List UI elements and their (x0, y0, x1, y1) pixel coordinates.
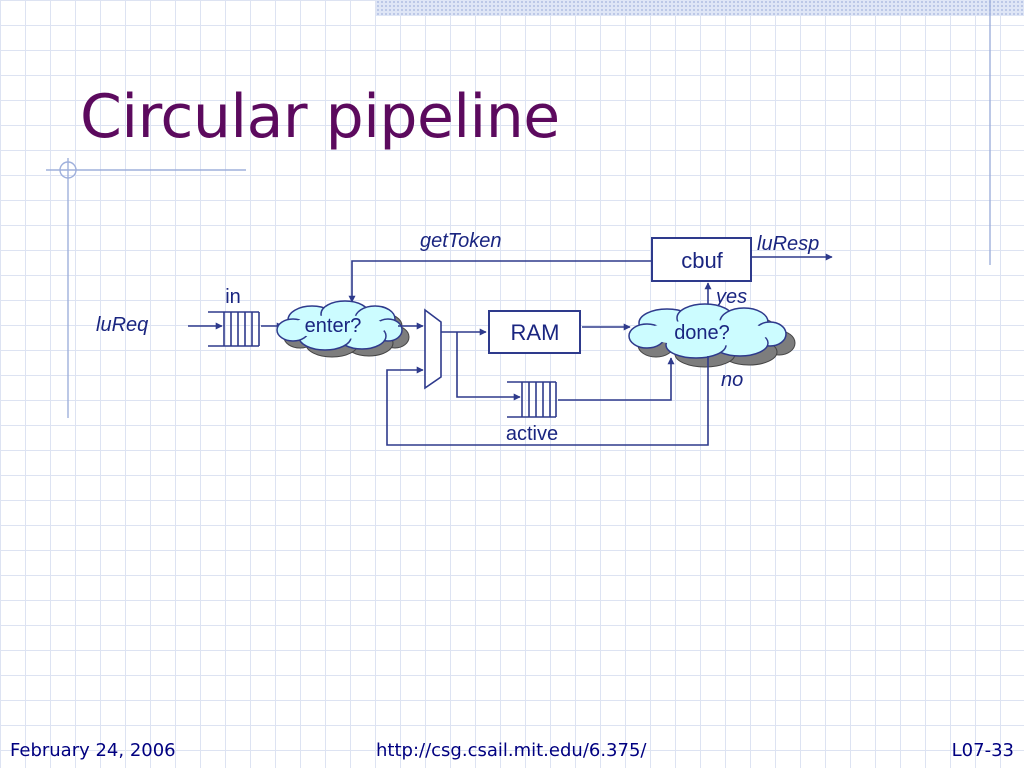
enter-cloud: enter? (276, 300, 410, 358)
title-decoration (46, 0, 991, 418)
cbuf-label: cbuf (681, 248, 723, 273)
done-cloud: done? (628, 303, 796, 368)
active-to-done-arrow (558, 357, 675, 401)
mux-shape (424, 308, 442, 390)
footer-date: February 24, 2006 (10, 740, 176, 761)
footer-page-number: L07-33 (951, 740, 1014, 761)
lu-resp-label: luResp (757, 233, 819, 255)
ram-box (488, 310, 581, 354)
enter-label: enter? (305, 315, 362, 337)
slide-title: Circular pipeline (80, 82, 560, 152)
in-label: in (225, 286, 241, 308)
footer-url: http://csg.csail.mit.edu/6.375/ (376, 740, 647, 761)
done-label: done? (674, 322, 730, 344)
active-fifo (507, 381, 557, 418)
cbuf-box (651, 237, 752, 282)
in-fifo (208, 311, 260, 347)
no-label: no (721, 369, 743, 391)
mux-to-active-arrow (456, 332, 521, 401)
no-loop-arrow (386, 356, 709, 446)
ram-label: RAM (511, 320, 560, 345)
lu-req-label: luReq (96, 314, 148, 336)
get-token-arrow (348, 260, 652, 303)
pipeline-diagram: getToken cbuf luResp yes in luR (96, 230, 833, 446)
active-label: active (506, 423, 558, 445)
header-pattern-bar (376, 0, 1024, 16)
yes-label: yes (714, 286, 747, 308)
get-token-label: getToken (420, 230, 502, 252)
